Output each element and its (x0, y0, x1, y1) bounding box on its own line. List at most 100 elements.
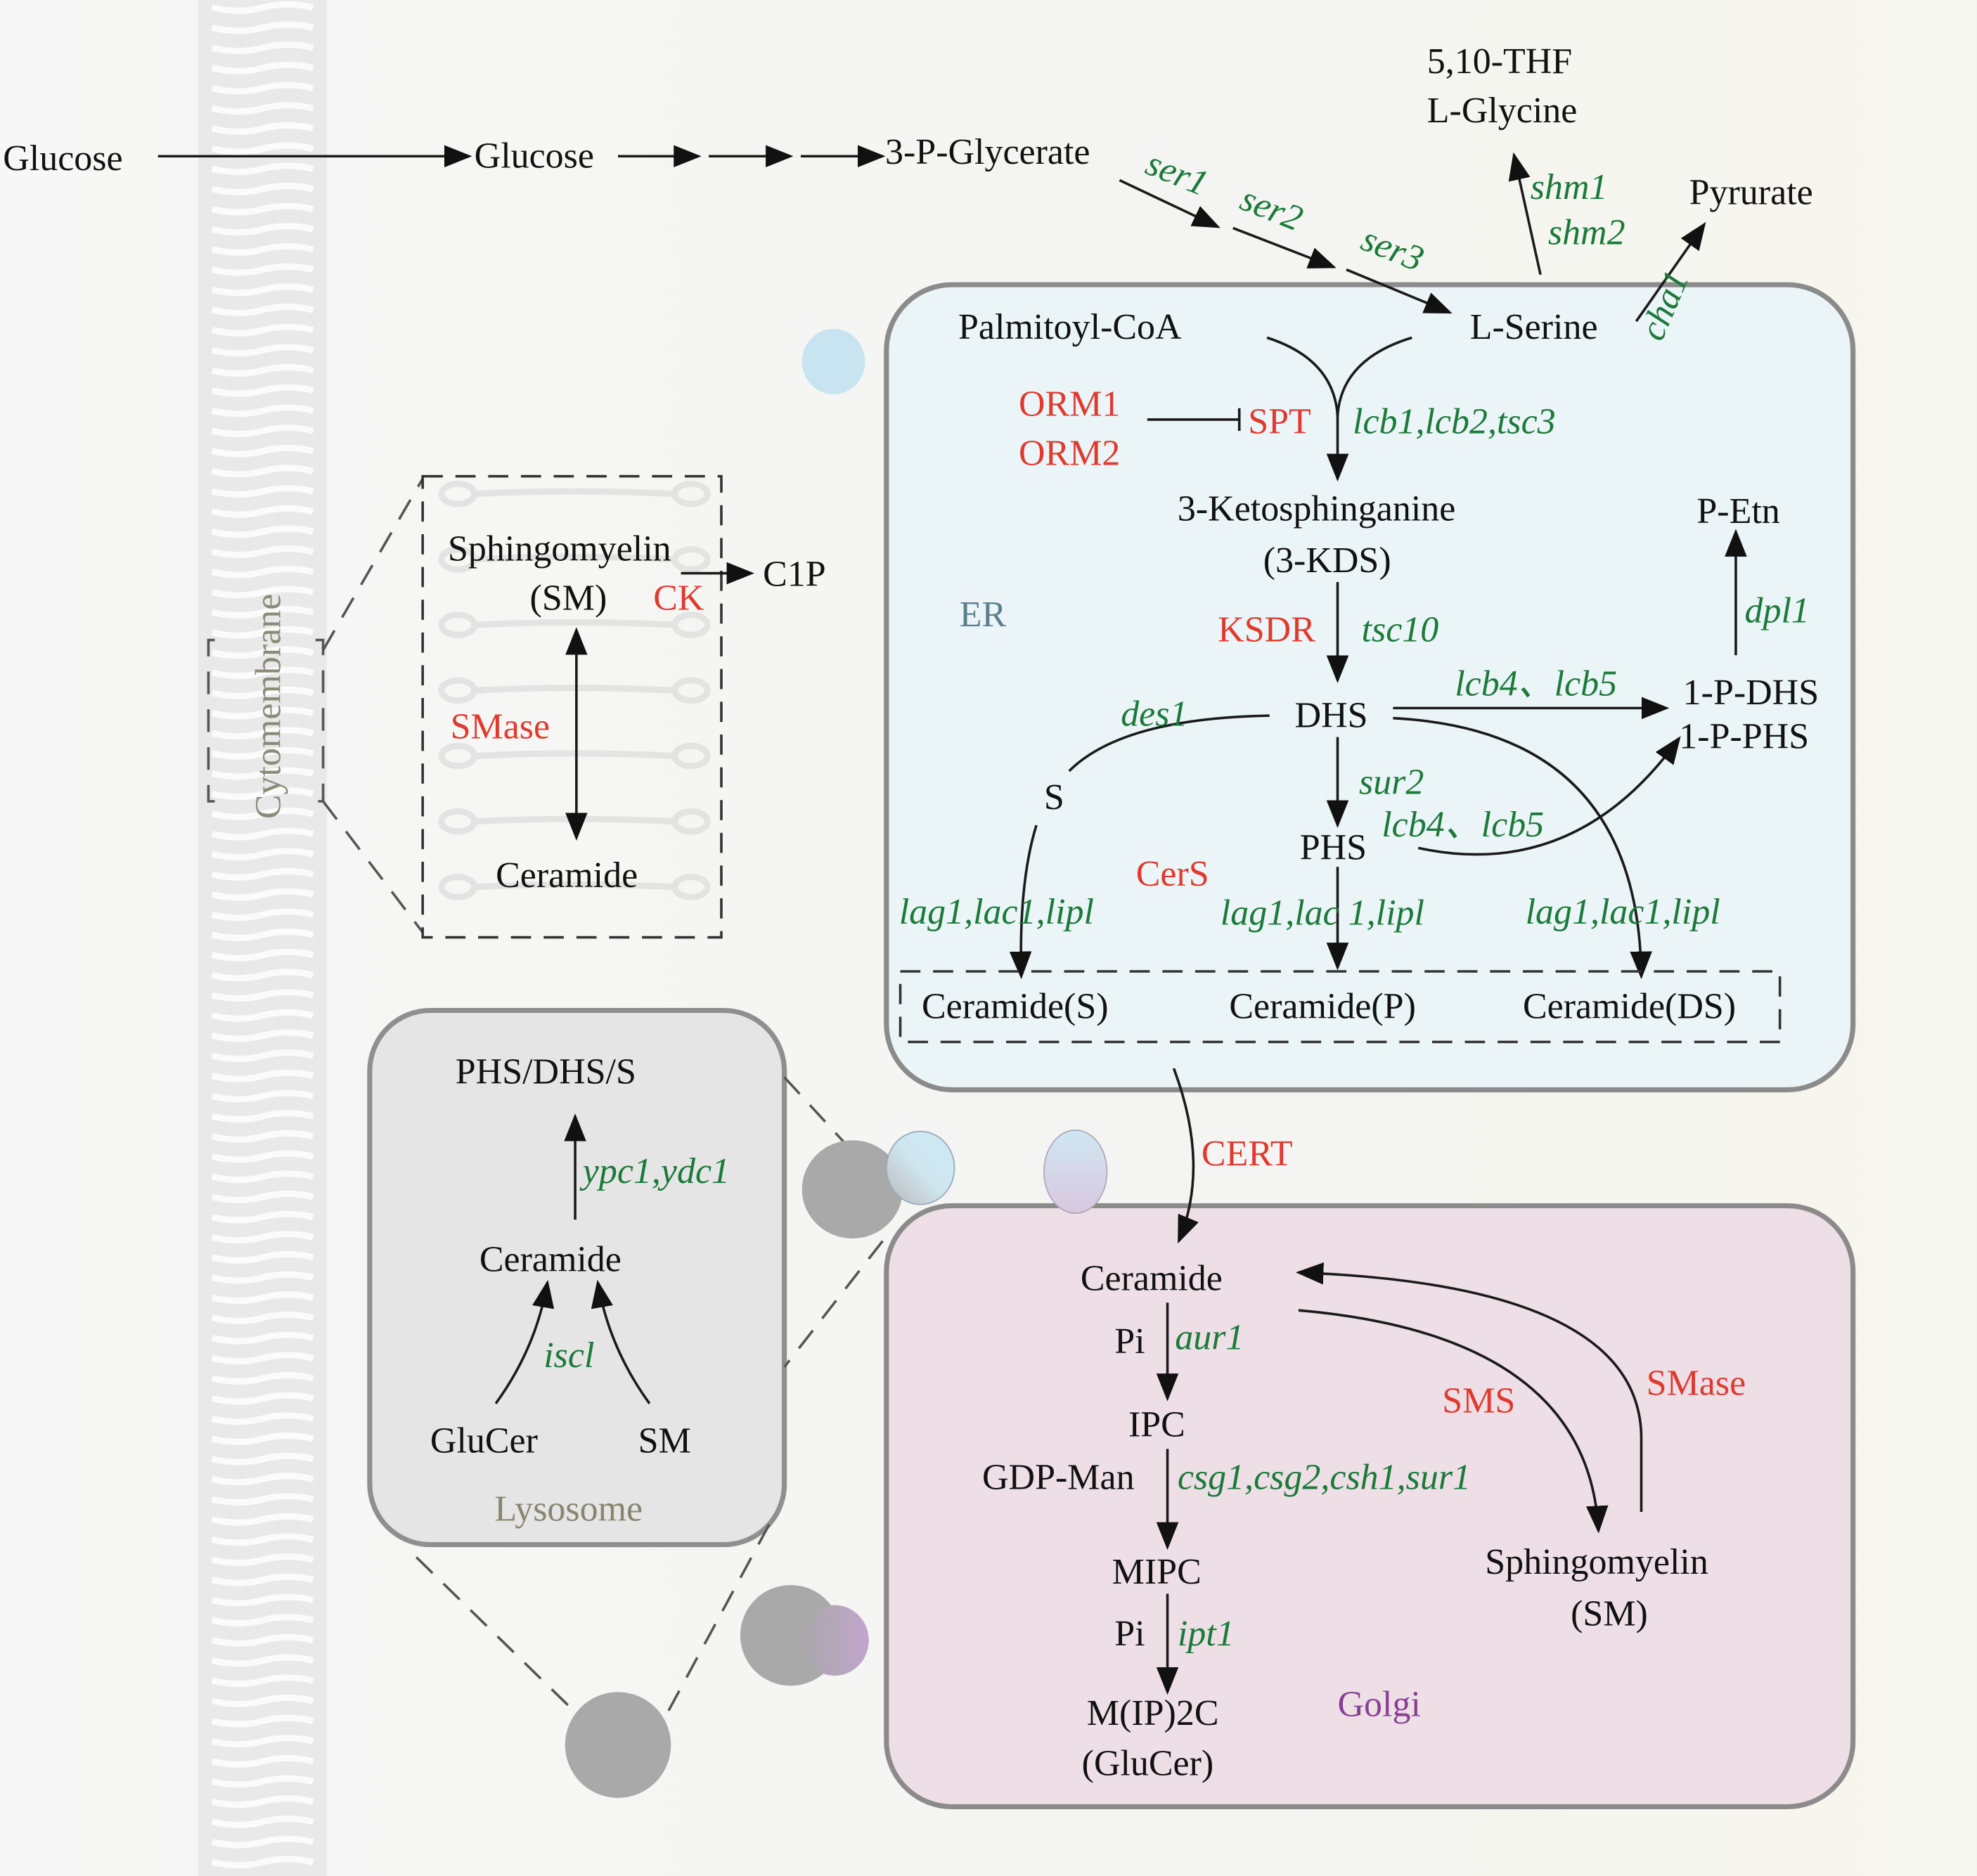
arrow-cha1 (1635, 221, 1706, 323)
membrane-stripe (211, 1856, 314, 1869)
membrane-stripe (211, 1714, 314, 1728)
membrane-stripe (211, 323, 314, 337)
membrane-stripe (211, 1372, 314, 1385)
membrane-stripe (211, 1392, 314, 1405)
arrow-sm-to-ceramide-smase (1296, 1262, 1643, 1512)
mipc: MIPC (1112, 1552, 1202, 1592)
membrane-stripe (211, 1654, 314, 1667)
glycerate-3p: 3-P-Glycerate (885, 132, 1090, 172)
membrane-stripe (211, 827, 314, 841)
membrane-stripe (211, 182, 314, 195)
membrane-stripe (211, 1694, 314, 1707)
membrane-stripe (211, 1795, 314, 1809)
c1p: C1P (763, 555, 826, 595)
arrow-glucer-to-ceramide (494, 1279, 555, 1404)
p-phs: 1-P-PHS (1679, 717, 1809, 757)
membrane-stripe (211, 1754, 314, 1768)
arrow-ser2 (1232, 226, 1337, 269)
gene-csg: csg1,csg2,csh1,sur1 (1178, 1458, 1471, 1498)
membrane-stripe (211, 1614, 314, 1627)
gene-iscl: iscl (543, 1335, 594, 1376)
lysosome-sm: SM (638, 1421, 691, 1461)
lipid-molecule (438, 546, 711, 573)
er-compartment (884, 282, 1856, 1093)
membrane-ceramide: Ceramide (496, 855, 638, 895)
membrane-stripe (211, 1150, 314, 1163)
pi-2: Pi (1114, 1614, 1145, 1654)
membrane-stripe (211, 989, 314, 1002)
membrane-stripe (211, 1513, 314, 1526)
gene-shm1: shm1 (1531, 167, 1608, 207)
membrane-stripe (211, 1573, 314, 1586)
membrane-stripe (211, 61, 314, 75)
membrane-stripe (211, 1553, 314, 1566)
enzyme-cers: CerS (1136, 854, 1209, 894)
membrane-stripe (211, 1009, 314, 1022)
membrane-stripe (211, 465, 314, 478)
arrow-palmitoyl-merge (1266, 336, 1339, 416)
membrane-stripe (211, 1593, 314, 1607)
golgi-sm-abbr: (SM) (1571, 1593, 1648, 1634)
membrane-stripe (211, 1412, 314, 1425)
dhs: DHS (1295, 695, 1368, 735)
membrane-stripe (211, 41, 314, 55)
membrane-stripe (211, 1452, 314, 1466)
lysosome-zoom-line (783, 1240, 884, 1368)
membrane-stripe (211, 364, 314, 377)
membrane-stripe (211, 505, 314, 518)
membrane-stripe (211, 626, 314, 639)
membrane-stripe (211, 948, 314, 962)
lipid-molecule (438, 612, 711, 638)
p-etn: P-Etn (1696, 491, 1779, 531)
membrane-stripe (211, 1775, 314, 1788)
arrow-ceramide-to-sm-sms (1298, 1309, 1609, 1534)
enzyme-smase-membrane: SMase (451, 706, 550, 746)
membrane-stripe (211, 908, 314, 921)
membrane-stripe (211, 646, 314, 659)
membrane-stripe (211, 21, 314, 34)
membrane-stripe (211, 969, 314, 982)
enzyme-ck: CK (653, 578, 704, 619)
lipid-molecule (438, 874, 711, 900)
gene-shm2: shm2 (1548, 213, 1625, 253)
arrow-shm (1508, 152, 1542, 276)
membrane-stripe (211, 122, 314, 135)
membrane-stripe (211, 263, 314, 276)
enzyme-smase-golgi: SMase (1647, 1363, 1746, 1403)
membrane-stripe (211, 1170, 314, 1184)
enzyme-spt: SPT (1248, 402, 1311, 442)
arrow-ser3 (1346, 268, 1453, 314)
membrane-stripe (211, 808, 314, 820)
membrane-stripe (211, 1190, 314, 1203)
lipid-molecule (438, 480, 711, 507)
arrow-ser1 (1119, 179, 1221, 228)
l-glycine: L-Glycine (1427, 91, 1578, 131)
membrane-sphingomyelin: Sphingomyelin (448, 529, 671, 569)
membrane-stripe (211, 142, 314, 155)
cell-membrane-bilayer (198, 0, 327, 1876)
arrow-cert-transfer (1172, 1068, 1199, 1244)
gene-aur1: aur1 (1175, 1318, 1244, 1358)
arrow-sm-to-ceramide (591, 1279, 651, 1404)
membrane-stripe (211, 666, 314, 680)
arrow-serine-merge (1336, 336, 1412, 416)
golgi-ceramide: Ceramide (1081, 1258, 1223, 1298)
enzyme-orm1: ORM1 (1019, 384, 1120, 425)
mip2c-glucer: (GluCer) (1082, 1744, 1214, 1784)
membrane-stripe (211, 304, 314, 316)
gene-lcb4-lcb5-dhs: lcb4、lcb5 (1455, 664, 1617, 704)
membrane-stripe (211, 1533, 314, 1546)
arrow-dhs-to-ceramide-ds (1393, 716, 1652, 980)
membrane-stripe (211, 787, 314, 801)
membrane-stripe (211, 243, 314, 256)
membrane-stripe (211, 1231, 314, 1244)
vesicle (1043, 1129, 1108, 1215)
vesicle (565, 1692, 671, 1798)
membrane-stripe (211, 162, 314, 176)
membrane-stripe (211, 1634, 314, 1647)
pyruvate: Pyrurate (1689, 172, 1813, 212)
membrane-stripe (211, 767, 314, 780)
membrane-stripe (211, 425, 314, 437)
membrane-stripe (211, 1089, 314, 1103)
l-serine: L-Serine (1470, 307, 1598, 347)
